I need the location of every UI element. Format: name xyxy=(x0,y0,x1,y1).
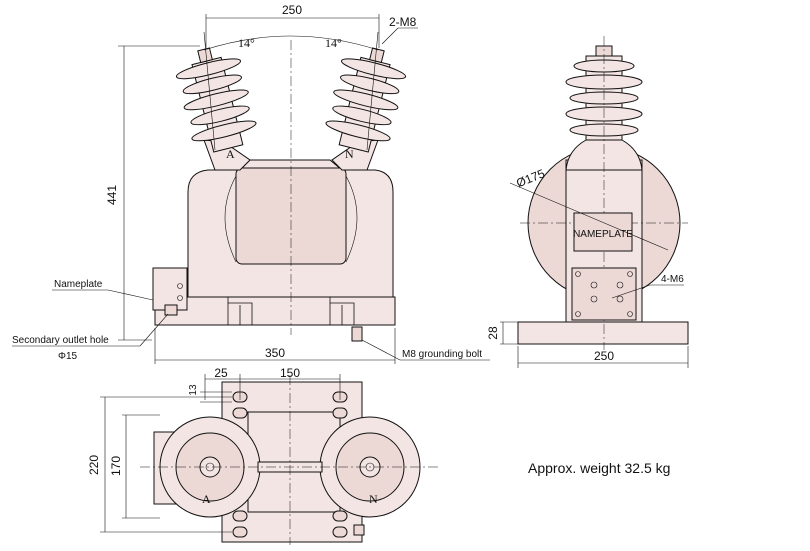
nameplate-leader xyxy=(107,289,154,301)
terminal-n-label: N xyxy=(345,147,354,161)
shed-n-2 xyxy=(340,74,400,95)
top-terminal-n: N xyxy=(369,492,378,506)
dim-170-label: 170 xyxy=(109,456,123,476)
shed-a-4 xyxy=(190,105,250,126)
grounding-bolt xyxy=(351,326,363,342)
outlet-label: Secondary outlet hole xyxy=(12,335,109,346)
slot-8 xyxy=(332,526,348,538)
outlet-leader xyxy=(139,313,169,347)
m6-leader xyxy=(611,284,651,299)
tb-screw-3 xyxy=(575,311,581,317)
slot-4 xyxy=(332,407,348,419)
tb-term-3 xyxy=(590,295,598,303)
shed-n-3 xyxy=(333,89,399,111)
slot-5 xyxy=(232,510,248,522)
tb-term-2 xyxy=(616,281,624,289)
tb-screw-2 xyxy=(627,271,633,277)
shed-a-3 xyxy=(183,89,249,111)
end-nameplate xyxy=(573,212,633,252)
ground-label: M8 grounding bolt xyxy=(402,349,482,360)
side-view: 250 2-M8 14° 14° A N 441 350 Nameplate S… xyxy=(12,3,490,364)
side-core-left-arc xyxy=(224,175,237,263)
shed-n-5 xyxy=(325,120,391,142)
np-screw-2 xyxy=(177,295,183,301)
shed-a-2 xyxy=(182,74,242,95)
dim-28-label: 28 xyxy=(486,326,500,340)
bolt-top-label: 2-M8 xyxy=(389,15,417,29)
end-view: NAMEPLATE Ø175 4-M6 28 250 xyxy=(486,36,689,368)
end-terminal-box xyxy=(571,267,637,321)
foot-left xyxy=(227,297,253,325)
terminal-a-label: A xyxy=(226,147,235,161)
outlet-dia-label: Φ15 xyxy=(58,351,78,362)
angle-right-label: 14° xyxy=(325,36,342,50)
dim-441-label: 441 xyxy=(105,185,119,205)
insulator-a xyxy=(175,47,257,153)
side-nameplate xyxy=(152,267,188,311)
top-ground-bolt xyxy=(353,524,365,536)
dim-13-label: 13 xyxy=(188,384,199,396)
insulator-n xyxy=(325,47,407,153)
dim-350-label: 350 xyxy=(265,346,285,360)
end-nameplate-text: NAMEPLATE xyxy=(573,229,633,240)
weight-note: Approx. weight 32.5 kg xyxy=(528,460,670,476)
tb-term-1 xyxy=(590,281,598,289)
angle-arc xyxy=(203,35,379,51)
terminal-a-stud xyxy=(197,47,213,64)
dim-25-label: 25 xyxy=(214,366,228,380)
side-base-plate xyxy=(154,296,396,326)
np-screw-1 xyxy=(177,283,183,289)
top-terminal-a: A xyxy=(202,492,211,506)
side-core-right-arc xyxy=(345,175,358,263)
terminal-n-stud xyxy=(369,47,385,64)
shed-n-4 xyxy=(332,105,392,126)
dim-250-label: 250 xyxy=(282,3,302,17)
bolt-leader xyxy=(381,27,399,45)
nameplate-label: Nameplate xyxy=(54,279,103,290)
angle-left-label: 14° xyxy=(238,36,255,50)
slot-2 xyxy=(232,407,248,419)
end-base xyxy=(517,321,689,345)
secondary-outlet xyxy=(164,304,178,316)
top-view: A N 25 150 13 220 170 xyxy=(87,366,440,545)
tb-term-4 xyxy=(616,295,624,303)
axis-n xyxy=(366,31,379,151)
dim-250b-label: 250 xyxy=(594,349,614,363)
dim-220-label: 220 xyxy=(87,455,101,475)
slot-6 xyxy=(232,526,248,538)
ground-leader xyxy=(361,339,401,361)
end-neck xyxy=(565,139,643,171)
dim-150-label: 150 xyxy=(280,366,300,380)
bolt-m6-label: 4-M6 xyxy=(661,274,684,285)
tb-screw-1 xyxy=(575,271,581,277)
shed-a-5 xyxy=(191,120,257,142)
dia-leader xyxy=(509,182,669,251)
tb-screw-4 xyxy=(627,311,633,317)
foot-right xyxy=(329,297,355,325)
slot-7 xyxy=(332,510,348,522)
axis-a xyxy=(203,31,216,151)
